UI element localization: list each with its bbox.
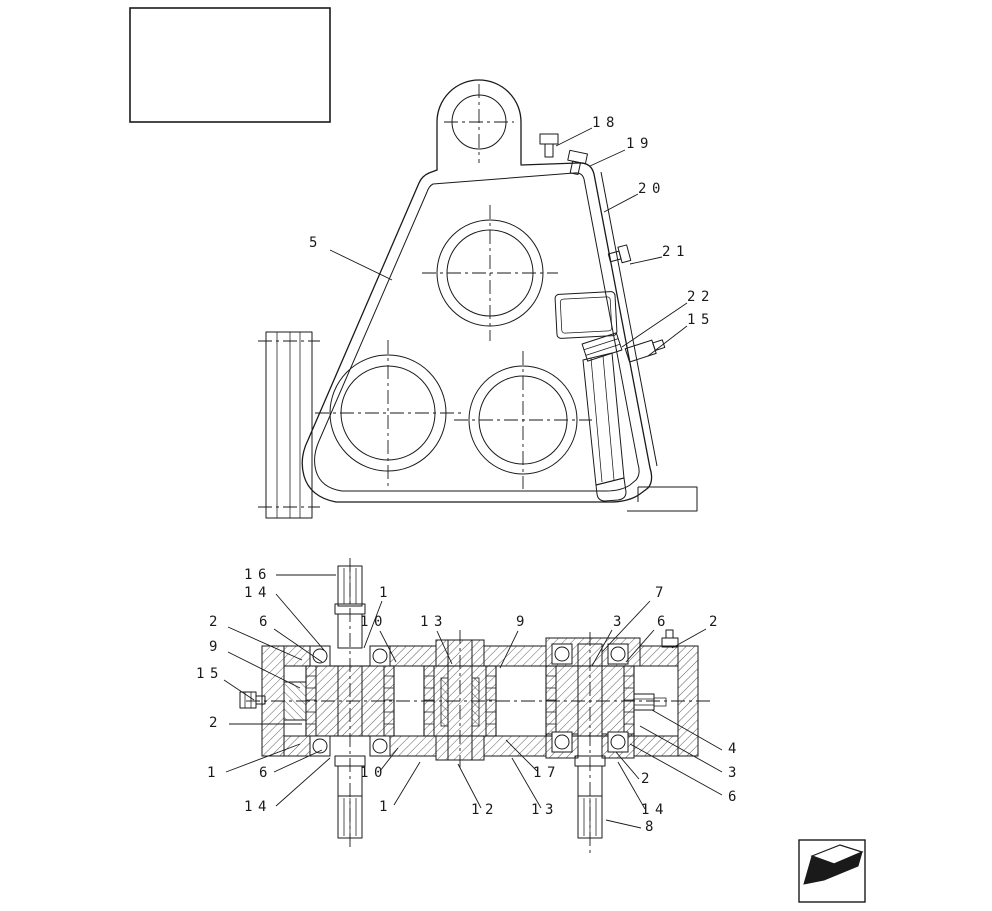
callout-label: 4 [728, 741, 742, 757]
callout-label: 1 [379, 799, 393, 815]
housing-outline [301, 162, 658, 503]
callout-label: 9 [516, 614, 530, 630]
page-turn-icon [798, 839, 866, 903]
callout-label: 6 [657, 614, 671, 630]
callout-label: 8 [645, 819, 659, 835]
callout-label: 1 [379, 585, 393, 601]
callout-label: 6 [259, 614, 273, 630]
callout-label: 2 [641, 771, 655, 787]
callout-label: 2 [709, 614, 723, 630]
bore-left [315, 340, 461, 486]
top-lug [436, 79, 522, 171]
callout-label: 3 [728, 765, 742, 781]
bore-right [454, 351, 592, 489]
callout-18: 18 [592, 115, 620, 131]
callout-19: 19 [626, 136, 654, 152]
housing-side-view [258, 79, 698, 519]
callout-label: 6 [259, 765, 273, 781]
bolt-15 [239, 691, 266, 709]
callout-label: 13 [531, 802, 559, 818]
callout-20: 20 [638, 181, 666, 197]
callout-label: 2 [209, 715, 223, 731]
bolt-2-top-right [661, 629, 679, 648]
cover-plate-22 [554, 291, 618, 339]
callout-5: 5 [309, 235, 323, 251]
bolt-19 [567, 149, 588, 176]
callout-label: 1 [207, 765, 221, 781]
callout-labels: 5 18 19 20 21 22 15 16 14 1 2 6 10 13 9 … [196, 115, 742, 835]
callout-label: 15 [196, 666, 224, 682]
bore-top [422, 205, 558, 341]
callout-label: 3 [613, 614, 627, 630]
mounting-flange [258, 331, 320, 519]
callout-label: 16 [244, 567, 272, 583]
foot-bracket [627, 486, 698, 512]
callout-21: 21 [662, 244, 690, 260]
title-block [129, 7, 331, 123]
nut-4 [633, 693, 667, 711]
callout-15: 15 [687, 312, 715, 328]
callout-label: 7 [655, 585, 669, 601]
hose-assembly-15 [581, 332, 666, 502]
bolt-21 [607, 244, 632, 264]
leader-lines [223, 127, 723, 829]
callout-label: 10 [360, 765, 388, 781]
callout-label: 10 [360, 614, 388, 630]
callout-label: 17 [533, 765, 561, 781]
cross-section-view [239, 558, 714, 856]
callout-label: 14 [641, 802, 669, 818]
callout-label: 6 [728, 789, 742, 805]
callout-label: 13 [420, 614, 448, 630]
callout-label: 9 [209, 639, 223, 655]
callout-label: 14 [244, 799, 272, 815]
callout-label: 14 [244, 585, 272, 601]
callout-label: 2 [209, 614, 223, 630]
callout-label: 12 [471, 802, 499, 818]
plug-18 [539, 133, 559, 158]
section-centerlines [246, 558, 714, 856]
callout-22: 22 [687, 289, 715, 305]
